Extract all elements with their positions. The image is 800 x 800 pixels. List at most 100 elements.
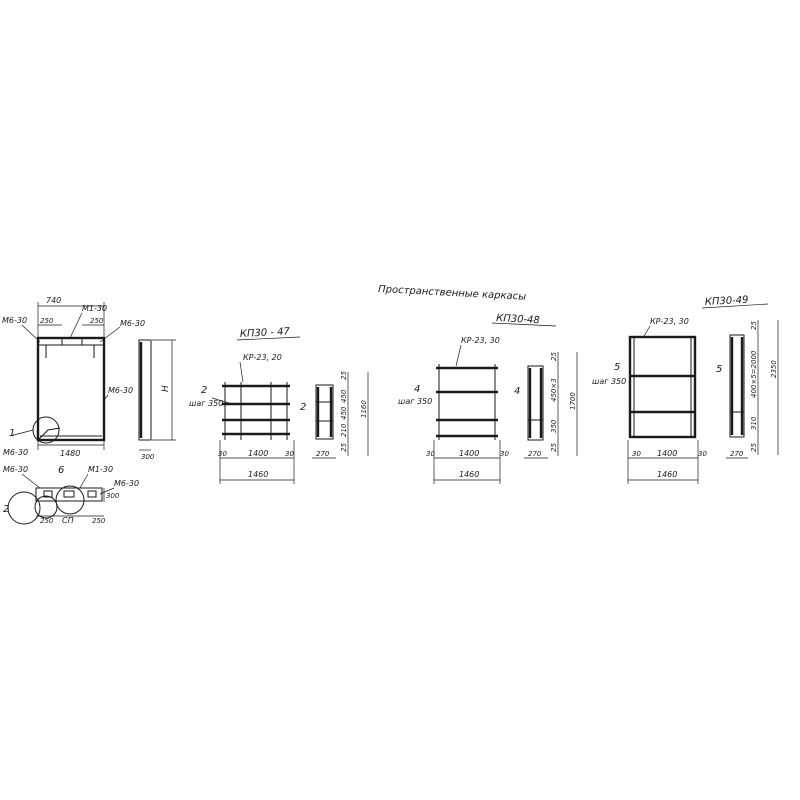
frame-47-dim-mid: 1400: [248, 449, 268, 458]
mark-m6-right: М6-30: [108, 386, 133, 395]
frame-49-side-d3: 310: [750, 416, 758, 430]
frame-48-side-d4: 25: [550, 443, 558, 452]
frame-49-side-d4: 25: [750, 443, 758, 452]
mark-m1-top: М1-30: [82, 304, 107, 313]
frame-47-dim-right: 30: [285, 450, 294, 458]
label-sp: СП: [62, 516, 74, 525]
frame-49-side-count: 5: [716, 364, 722, 375]
frame-47-title-underline: [236, 336, 301, 341]
frame-47-side-d3: 450: [340, 406, 348, 420]
dim-250-right: 250: [90, 317, 104, 325]
frame-48-kr-leader: [455, 344, 462, 367]
frame-49-side-d1: 25: [750, 321, 758, 330]
frame-49-step: шаг 350: [592, 377, 626, 386]
frame-47-side-height: 1160: [360, 400, 368, 418]
callout-1-leader: [9, 429, 34, 437]
callout-1-detail: [37, 427, 61, 441]
frame-47-side-d4: 210: [340, 423, 348, 437]
frame-48-count: 4: [414, 384, 420, 395]
frame-48-title: КП30-48: [496, 313, 540, 326]
frame-48-kr: КР-23, 30: [461, 336, 500, 345]
detail-circle-b: [55, 485, 85, 515]
frame-49-side-height: 2350: [770, 360, 778, 378]
frame-49-outline: [628, 335, 697, 439]
dim-d-250b: 250: [92, 517, 106, 525]
mark-m6-top-right: М6-30: [120, 319, 145, 328]
dim-H: H: [161, 385, 171, 392]
frame-48-side-height: 1700: [569, 392, 577, 410]
frame-49-count: 5: [614, 362, 620, 373]
frame-47-title: КП30 - 47: [240, 326, 291, 340]
dim-side-300: 300: [141, 453, 155, 461]
leader-m6-top-right: [99, 326, 121, 343]
leader-m6-top-left: [21, 324, 41, 343]
dim-d-300: 300: [106, 492, 120, 500]
frame-48-title-underline: [491, 322, 557, 327]
frame-48-side-d2: 450×3: [550, 378, 558, 402]
drawing-title: Пространственные каркасы: [378, 284, 527, 303]
callout-2-label: 2: [3, 504, 9, 515]
frame-47-side-width: 270: [316, 450, 330, 458]
frame-kp30-48: КП30-48 КР-23, 30 4 шаг 350 30 1400 30 1…: [398, 313, 578, 484]
dim-250-left: 250: [40, 317, 54, 325]
frame-48-dim-total: 1460: [459, 470, 479, 479]
dim-740: 740: [46, 296, 61, 305]
frame-49-title: КП30-49: [705, 295, 749, 308]
detail-slot-a: [43, 490, 53, 498]
callout-1-label: 1: [9, 428, 15, 439]
detail-circle-a: [34, 495, 58, 519]
frame-49-dim-right: 30: [698, 450, 707, 458]
mark-m6-bl: М6-30: [3, 465, 28, 474]
frame-47-step-leader: [211, 397, 233, 405]
detail-hooks: [45, 345, 95, 358]
callout-circle-2: [7, 491, 41, 525]
frame-47-side: [315, 384, 334, 440]
frame-kp30-49: КП30-49 КР-23, 30 5 шаг 350 30 1400 30 1…: [592, 295, 779, 484]
frame-47-side-d1: 25: [340, 371, 348, 380]
frame-47-side-d2: 450: [340, 389, 348, 403]
frame-47-kr-leader: [239, 361, 244, 383]
leader-m6-bl: [21, 473, 41, 489]
dim-1480: 1480: [60, 449, 80, 458]
frame-48-side-d1: 25: [550, 352, 558, 361]
frame-49-dim-mid: 1400: [657, 449, 677, 458]
frame-48-dim-left: 30: [426, 450, 435, 458]
leader-m6-right: [103, 394, 109, 401]
mark-m6-lower-left: М6-30: [3, 448, 28, 457]
frame-47-side-d5: 25: [340, 443, 348, 452]
frame-48-step: шаг 350: [398, 397, 432, 406]
frame-47-step: шаг 350: [189, 399, 223, 408]
frame-47-dim-total: 1460: [248, 470, 268, 479]
detail-slot-c: [87, 490, 97, 498]
frame-49-side: [729, 334, 745, 438]
frame-48-side-width: 270: [528, 450, 542, 458]
frame-49-side-d2: 400×5=2000: [750, 350, 758, 398]
frame-47-count: 2: [201, 385, 207, 396]
frame-kp30-47: КП30 - 47 КР-23, 20 2 шаг 350 30 1400 30…: [189, 326, 369, 484]
detail-side-view: [138, 339, 152, 441]
frame-49-title-underline: [701, 303, 769, 309]
frame-49-side-width: 270: [730, 450, 744, 458]
detail-strip: [35, 487, 103, 502]
detail-top-plate: [61, 337, 83, 346]
frame-49-dim-left: 30: [632, 450, 641, 458]
frame-48-side-count: 4: [514, 386, 520, 397]
frame-48-side: [527, 365, 544, 441]
frame-48-dim-right: 30: [500, 450, 509, 458]
frame-48-dim-mid: 1400: [459, 449, 479, 458]
frame-47-kr: КР-23, 20: [243, 353, 282, 362]
leader-m1-bottom: [79, 473, 89, 489]
frame-47-dim-left: 30: [218, 450, 227, 458]
mark-m6-top-left: М6-30: [2, 316, 27, 325]
frame-49-dim-total: 1460: [657, 470, 677, 479]
frame-47-side-count: 2: [300, 402, 306, 413]
left-detail: 1 740 250 250 М6-30 М1-30 М6-30 М6-30 М6…: [2, 296, 176, 525]
frame-49-kr-leader: [643, 325, 651, 337]
callout-6-label: 6: [58, 465, 64, 476]
frame-48-side-d3: 350: [550, 419, 558, 433]
detail-slot-b: [63, 490, 75, 498]
leader-m1-top: [69, 312, 83, 339]
dim-d-250: 250: [40, 517, 54, 525]
